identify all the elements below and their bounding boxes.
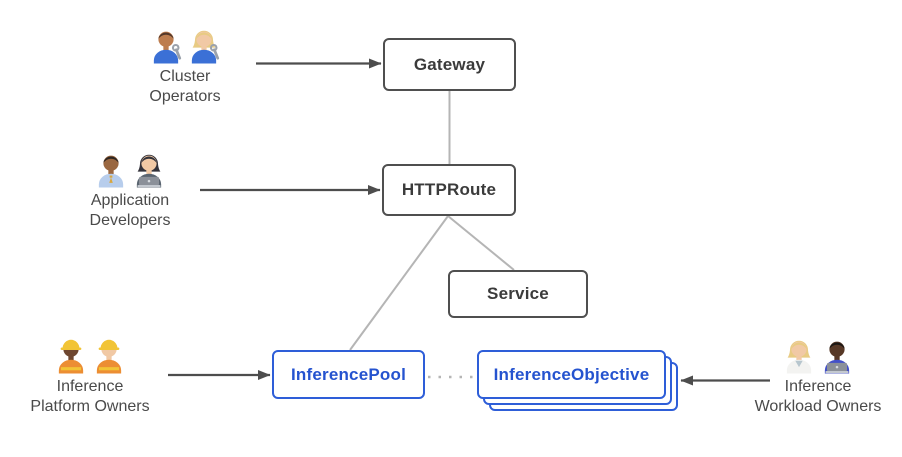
inference-objective-node-label: InferenceObjective: [493, 364, 650, 384]
actor-cluster-operators: Cluster Operators: [110, 26, 260, 107]
actor-inference-platform-owners: Inference Platform Owners: [10, 336, 170, 417]
service-node-label: Service: [487, 284, 549, 303]
application-developers-emojis: [94, 150, 166, 188]
connector-httproute-inferencepool: [349, 215, 449, 351]
man-construction-worker-emoji: [92, 336, 126, 374]
gateway-node: Gateway: [383, 38, 516, 91]
inference-pool-node: InferencePool: [272, 350, 425, 399]
man-mechanic-emoji: [149, 26, 183, 64]
inference-objective-node: InferenceObjective: [477, 350, 666, 399]
inference-workload-owners-emojis: [782, 336, 854, 374]
gateway-node-label: Gateway: [413, 54, 486, 74]
inference-objective-stack: InferenceObjective: [477, 350, 679, 412]
actor-application-developers: Application Developers: [55, 150, 205, 231]
cluster-operators-label: Cluster Operators: [149, 68, 221, 105]
actor-inference-workload-owners: Inference Workload Owners: [733, 336, 902, 417]
cluster-operators-emojis: [149, 26, 221, 64]
httproute-node: HTTPRoute: [382, 164, 516, 216]
woman-health-worker-emoji: [782, 336, 816, 374]
service-node: Service: [448, 270, 588, 318]
man-technologist-emoji: [820, 336, 854, 374]
man-office-worker-emoji: [94, 150, 128, 188]
httproute-node-label: HTTPRoute: [401, 180, 497, 199]
application-developers-label: Application Developers: [89, 192, 171, 229]
woman-mechanic-emoji: [187, 26, 221, 64]
woman-technologist-emoji: [132, 150, 166, 188]
inference-pool-node-label: InferencePool: [290, 364, 407, 384]
connector-httproute-service: [447, 215, 515, 271]
inference-platform-owners-emojis: [54, 336, 126, 374]
woman-construction-worker-emoji: [54, 336, 88, 374]
inference-workload-owners-label: Inference Workload Owners: [754, 378, 882, 415]
inference-platform-owners-label: Inference Platform Owners: [30, 378, 150, 415]
